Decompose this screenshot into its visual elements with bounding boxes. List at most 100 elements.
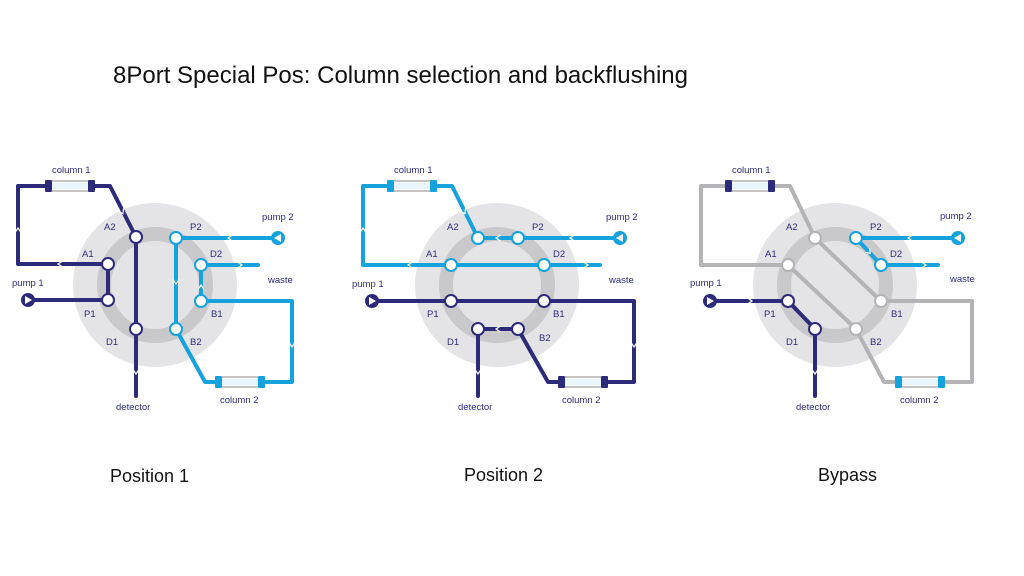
label-detector: detector — [458, 402, 492, 413]
label-waste: waste — [608, 275, 634, 286]
port-a2 — [808, 231, 822, 245]
port-b1 — [874, 294, 888, 308]
label-column2: column 2 — [900, 395, 939, 406]
tube-b1-column2 — [879, 299, 974, 384]
label-column2: column 2 — [562, 395, 601, 406]
caption-position-1: Position 1 — [110, 466, 190, 486]
port-b1 — [537, 294, 551, 308]
port-d1 — [129, 322, 143, 336]
caption-position-2: Position 2 — [464, 465, 544, 485]
port-d2 — [194, 258, 208, 272]
valve-disc-inner — [111, 241, 199, 329]
label-b2: B2 — [190, 337, 202, 348]
label-d1: D1 — [106, 337, 118, 348]
label-a2: A2 — [447, 222, 459, 233]
port-p2 — [169, 231, 183, 245]
pump-arrow-icon — [271, 231, 285, 245]
label-pump1: pump 1 — [690, 278, 722, 289]
tube-b2-column2 — [516, 327, 564, 384]
port-b1 — [194, 294, 208, 308]
slide-title: 8Port Special Pos: Column selection and … — [113, 62, 688, 89]
port-b2 — [169, 322, 183, 336]
channel-a1-b2 — [786, 263, 858, 331]
pump-arrow-icon — [21, 293, 35, 307]
label-d2: D2 — [890, 249, 902, 260]
column-cartridge-icon — [724, 179, 776, 193]
tube-column1-left — [699, 184, 790, 267]
label-p2: P2 — [532, 222, 544, 233]
label-b1: B1 — [553, 309, 565, 320]
port-a1 — [781, 258, 795, 272]
pump-arrow-icon — [703, 294, 717, 308]
label-a1: A1 — [426, 249, 438, 260]
column-cartridge-icon — [386, 179, 438, 193]
pump-arrow-icon — [951, 231, 965, 245]
pump-arrow-icon — [365, 294, 379, 308]
label-detector: detector — [796, 402, 830, 413]
label-p1: P1 — [84, 309, 96, 320]
label-pump1: pump 1 — [12, 278, 44, 289]
label-d2: D2 — [210, 249, 222, 260]
valve-disc-inner — [791, 241, 879, 329]
label-column1: column 1 — [52, 165, 91, 176]
label-a2: A2 — [786, 222, 798, 233]
port-a2 — [129, 230, 143, 244]
port-p2 — [511, 231, 525, 245]
label-column1: column 1 — [394, 165, 433, 176]
label-p2: P2 — [190, 222, 202, 233]
channel-a2-b1 — [813, 236, 883, 303]
port-d1 — [471, 322, 485, 336]
label-d1: D1 — [447, 337, 459, 348]
label-pump2: pump 2 — [606, 212, 638, 223]
column-cartridge-icon — [214, 375, 266, 389]
label-b2: B2 — [539, 333, 551, 344]
label-a1: A1 — [765, 249, 777, 260]
label-p2: P2 — [870, 222, 882, 233]
label-pump1: pump 1 — [352, 279, 384, 290]
tube-b1-column2 — [199, 299, 294, 384]
port-p1 — [444, 294, 458, 308]
port-a2 — [471, 231, 485, 245]
label-b2: B2 — [870, 337, 882, 348]
label-b1: B1 — [891, 309, 903, 320]
label-column2: column 2 — [220, 395, 259, 406]
column-cartridge-icon — [894, 375, 946, 389]
label-waste: waste — [267, 275, 293, 286]
port-a1 — [101, 257, 115, 271]
label-pump2: pump 2 — [262, 212, 294, 223]
column-cartridge-icon — [44, 179, 96, 193]
label-a2: A2 — [104, 222, 116, 233]
label-pump2: pump 2 — [940, 211, 972, 222]
valve-diagram-bypass: column 1 column 2 pump 1 pump 2 waste de… — [690, 165, 975, 413]
tube-b1-column2 — [542, 299, 636, 384]
label-p1: P1 — [427, 309, 439, 320]
tube-b2-column2 — [174, 327, 220, 384]
label-d2: D2 — [553, 249, 565, 260]
label-d1: D1 — [786, 337, 798, 348]
port-d2 — [537, 258, 551, 272]
port-b2 — [511, 322, 525, 336]
valve-disc-inner — [453, 241, 541, 329]
caption-bypass: Bypass — [818, 465, 878, 485]
label-p1: P1 — [764, 309, 776, 320]
label-b1: B1 — [211, 309, 223, 320]
port-p1 — [101, 293, 115, 307]
port-a1 — [444, 258, 458, 272]
label-detector: detector — [116, 402, 150, 413]
tube-column1-left — [361, 184, 453, 267]
valve-diagram-position-1: column 1 column 2 pump 1 pump 2 waste de… — [12, 165, 296, 413]
valve-diagram-position-2: column 1 column 2 pump 1 pump 2 waste de… — [352, 165, 638, 413]
port-p1 — [781, 294, 795, 308]
label-column1: column 1 — [732, 165, 771, 176]
tube-b2-column2 — [854, 327, 900, 384]
port-b2 — [849, 322, 863, 336]
port-d2 — [874, 258, 888, 272]
column-cartridge-icon — [557, 375, 609, 389]
label-a1: A1 — [82, 249, 94, 260]
tube-column1-left — [16, 184, 110, 266]
port-p2 — [849, 231, 863, 245]
port-d1 — [808, 322, 822, 336]
pump-arrow-icon — [613, 231, 627, 245]
label-waste: waste — [949, 274, 975, 285]
